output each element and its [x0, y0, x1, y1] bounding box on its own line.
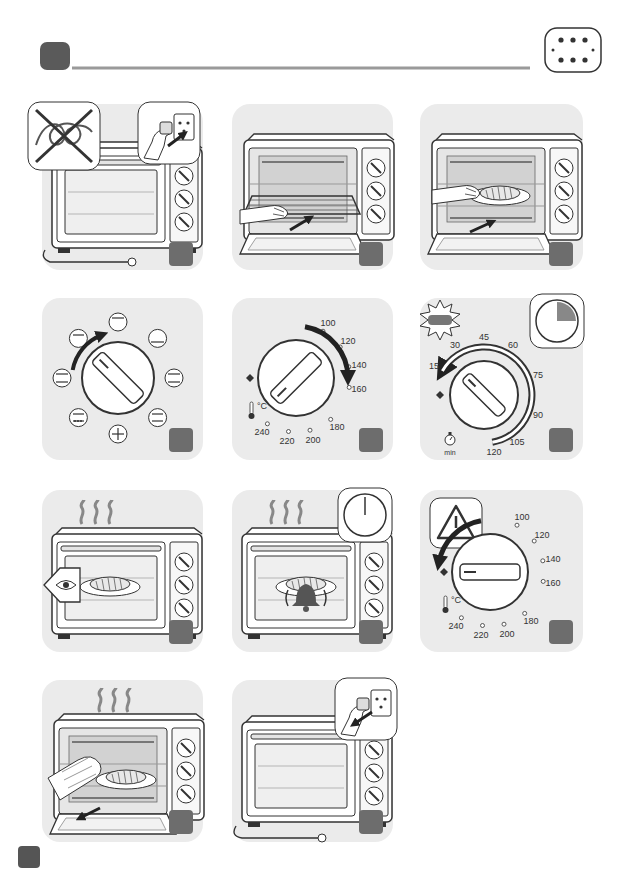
step-8-illustration: [242, 488, 392, 639]
dial-number: 100: [514, 513, 529, 522]
step-10-illustration: [48, 688, 204, 834]
dial-number: 15: [429, 362, 439, 371]
dial-number: 160: [545, 579, 560, 588]
step-badges: [169, 242, 573, 834]
dial-number: 120: [486, 448, 501, 457]
page-number-badge: [18, 846, 40, 868]
dial-number: 240: [448, 622, 463, 631]
unit-label: min: [444, 449, 455, 456]
dial-number: 220: [279, 437, 294, 446]
light-icon: [420, 300, 460, 340]
page-header: [40, 28, 601, 72]
dial-number: 120: [534, 531, 549, 540]
clock-icon: [530, 294, 584, 348]
step-3-illustration: [428, 134, 582, 254]
function-dial: [53, 313, 183, 443]
step-2-illustration: [240, 134, 394, 254]
dial-number: 60: [508, 341, 518, 350]
dial-number: 105: [509, 438, 524, 447]
dial-number: 45: [479, 333, 489, 342]
dial-number: 180: [523, 617, 538, 626]
dial-number: 100: [320, 319, 335, 328]
dial-number: 75: [533, 371, 543, 380]
temperature-dial: [246, 327, 351, 434]
dial-number: 160: [351, 385, 366, 394]
dial-number: 180: [329, 423, 344, 432]
dial-number: 240: [254, 428, 269, 437]
off-dial: [430, 498, 545, 628]
unit-label: °C: [257, 402, 267, 411]
dial-number: 200: [499, 630, 514, 639]
dial-number: 220: [473, 631, 488, 640]
dial-number: 200: [305, 436, 320, 445]
step-11-illustration: [234, 678, 397, 842]
dial-number: 140: [545, 555, 560, 564]
timer-dial: [436, 347, 532, 445]
unit-label: °C: [451, 596, 461, 605]
step-7-illustration: [44, 500, 202, 639]
dial-number: 30: [450, 341, 460, 350]
dial-number: 120: [340, 337, 355, 346]
step-panels: [42, 104, 583, 842]
dial-number: 140: [351, 361, 366, 370]
dial-number: 90: [533, 411, 543, 420]
step-1-illustration: [28, 102, 202, 266]
